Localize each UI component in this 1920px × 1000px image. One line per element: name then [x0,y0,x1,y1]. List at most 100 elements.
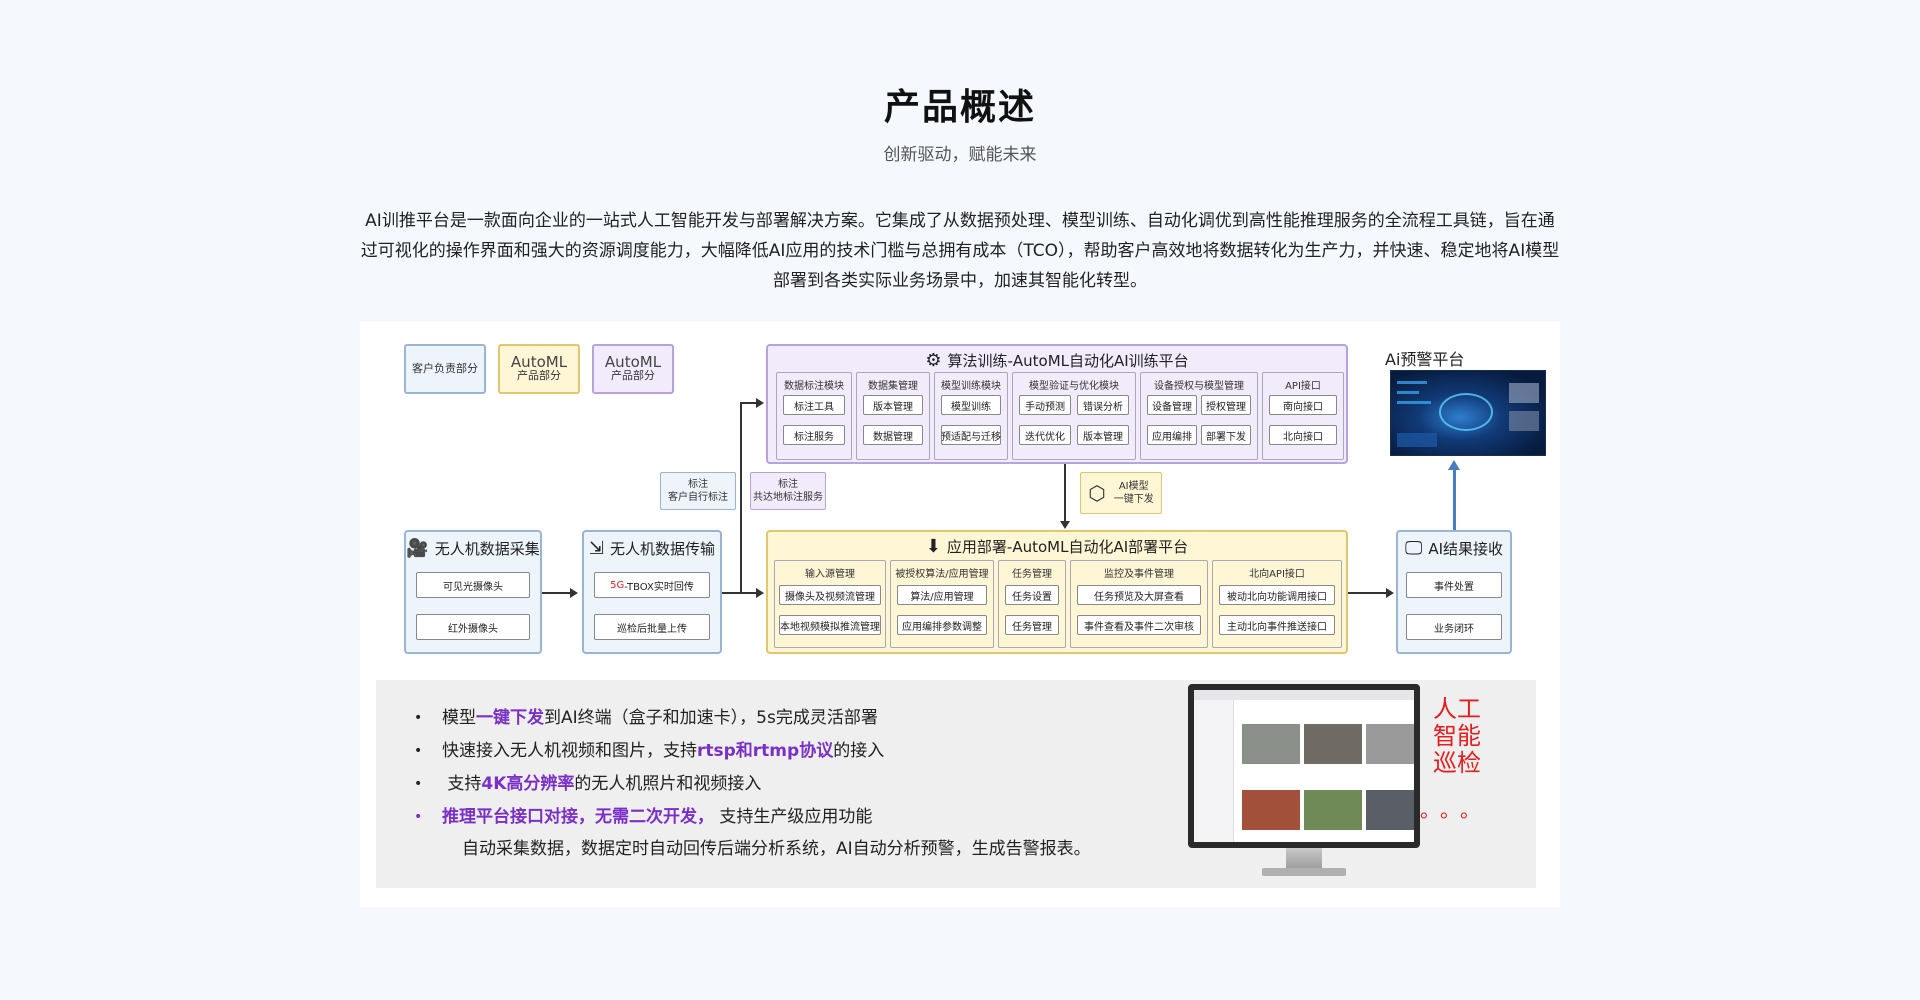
uav-collect-panel: 🎥 无人机数据采集 可见光摄像头 红外摄像头 [404,530,542,654]
arrow-right-icon [756,398,764,408]
train-module-training: 模型训练模块 模型训练 预适配与迁移 [934,372,1008,460]
video-thumbnail [1366,724,1414,764]
feature-text: 到AI终端（盒子和加速卡），5s完成灵活部署 [544,708,878,728]
warning-dashboard-image [1390,370,1546,456]
legend-automl-yellow-bottom: 产品部分 [517,369,561,382]
result-title: 🖵 AI结果接收 [1398,538,1510,559]
deploy-module-monitor: 监控及事件管理 任务预览及大屏查看 事件查看及事件二次审核 [1070,560,1208,648]
deploy-module-head: 任务管理 [1012,569,1052,580]
legend-automl-purple-top: AutoML [604,353,662,371]
deploy-module-input: 输入源管理 摄像头及视频流管理 本地视频模拟推流管理 [774,560,886,648]
deploy-cell: 应用编排参数调整 [897,615,987,635]
intro-paragraph: AI训推平台是一款面向企业的一站式人工智能开发与部署解决方案。它集成了从数据预处… [360,211,1560,291]
feature-text: 模型 [442,708,476,728]
deploy-module-head: 北向API接口 [1249,569,1305,580]
label-tag-bottom: 客户自行标注 [668,492,728,503]
deploy-cell: 任务设置 [1005,585,1059,605]
screen-sidebar [1194,700,1234,842]
architecture-figure: 客户负责部分 AutoML 产品部分 AutoML 产品部分 ⚙ 算法训练-Au… [360,322,1560,907]
uav-collect-cell: 可见光摄像头 [416,572,530,598]
video-thumbnail [1366,790,1414,830]
train-module-api: API接口 南向接口 北向接口 [1262,372,1344,460]
cube-icon: ⬡ [1088,480,1106,505]
warning-platform-title: Ai预警平台 [1385,350,1465,369]
deploy-cell: 本地视频模拟推流管理 [779,615,881,635]
connector-line [722,592,758,594]
label-tag-top: 标注 [778,479,798,490]
feature-text: 的接入 [833,741,885,761]
feature-highlight: 一键下发 [476,708,544,728]
camera-icon: 🎥 [406,538,429,559]
arrow-right-icon [570,588,578,598]
uav-collect-title-text: 无人机数据采集 [434,540,540,558]
feature-text: 的无人机照片和视频接入 [574,774,762,794]
train-cell: 版本管理 [1077,425,1129,445]
bullet-icon: • [414,809,423,825]
video-thumbnail [1242,790,1300,830]
train-cell: 标注服务 [783,425,845,445]
training-panel: ⚙ 算法训练-AutoML自动化AI训练平台 数据标注模块 标注工具 标注服务 … [766,344,1348,464]
train-cell: 南向接口 [1269,395,1337,415]
train-module-head: API接口 [1285,381,1321,392]
dashboard-bar [1509,383,1539,403]
deploy-module-northapi: 北向API接口 被动北向功能调用接口 主动北向事件推送接口 [1212,560,1342,648]
dashboard-bar [1397,391,1419,394]
legend-automl-purple: AutoML 产品部分 [592,344,674,394]
connector-line [740,402,758,404]
train-module-head: 数据标注模块 [784,381,844,392]
video-thumbnail [1242,724,1300,764]
export-icon: ⇲ [588,538,605,559]
uav-transfer-cell-realtime: 5G-TBOX实时回传 [594,572,710,598]
deploy-cell: 事件查看及事件二次审核 [1077,615,1201,635]
feature-highlight: rtsp和rtmp协议 [697,741,834,761]
train-cell: 版本管理 [863,395,923,415]
feature-item: • 快速接入无人机视频和图片，支持rtsp和rtmp协议的接入 [414,735,1174,768]
train-cell: 数据管理 [863,425,923,445]
legend-automl-yellow-top: AutoML [510,353,568,371]
train-cell: 部署下发 [1201,425,1251,445]
connector-line [1064,464,1066,522]
page-title: 产品概述 [883,87,1036,128]
uav-transfer-panel: ⇲ 无人机数据传输 5G-TBOX实时回传 巡检后批量上传 [582,530,722,654]
deploy-module-algo: 被授权算法/应用管理 算法/应用管理 应用编排参数调整 [890,560,994,648]
result-cell: 业务闭环 [1406,614,1502,640]
label-tag-bottom: 共达地标注服务 [753,492,823,503]
arrow-up-icon [1448,460,1460,470]
video-thumbnail [1304,724,1362,764]
ai-model-tag: ⬡ AI模型 一键下发 [1080,472,1162,514]
train-module-validation: 模型验证与优化模块 手动预测 错误分析 迭代优化 版本管理 [1012,372,1136,460]
dashboard-bar [1509,411,1539,431]
feature-text: 快速接入无人机视频和图片，支持 [442,741,697,761]
feature-highlight: 推理平台接口对接，无需二次开发， [442,807,714,827]
deploy-panel-title: ⬇ 应用部署-AutoML自动化AI部署平台 [768,536,1346,557]
deploy-module-head: 被授权算法/应用管理 [895,569,989,580]
train-module-annotation: 数据标注模块 标注工具 标注服务 [776,372,852,460]
uav-transfer-realtime: -TBOX实时回传 [624,581,694,593]
uav-collect-cell: 红外摄像头 [416,614,530,640]
uav-collect-title: 🎥 无人机数据采集 [406,538,540,559]
train-module-head: 模型验证与优化模块 [1029,381,1119,392]
deploy-module-head: 输入源管理 [805,569,855,580]
dashboard-bar [1397,381,1427,384]
ai-model-top: AI模型 [1118,481,1149,492]
feature-text: 支持生产级应用功能 [714,807,873,827]
uav-transfer-title: ⇲ 无人机数据传输 [584,538,720,559]
label-tag-customer: 标注 客户自行标注 [660,472,736,510]
dashboard-bar [1397,433,1437,447]
feature-area: • 模型一键下发到AI终端（盒子和加速卡），5s完成灵活部署 • 快速接入无人机… [376,680,1536,888]
feature-list: • 模型一键下发到AI终端（盒子和加速卡），5s完成灵活部署 • 快速接入无人机… [414,702,1174,864]
screen-toolbar [1194,690,1414,700]
uav-transfer-title-text: 无人机数据传输 [610,540,716,558]
train-cell: 设备管理 [1147,395,1197,415]
uav-transfer-5g: 5G [610,579,625,591]
ai-model-bottom: 一键下发 [1113,494,1154,505]
feature-item: • 模型一键下发到AI终端（盒子和加速卡），5s完成灵活部署 [414,702,1174,735]
page-subtitle: 创新驱动，赋能未来 [883,145,1037,165]
deploy-cell: 主动北向事件推送接口 [1219,615,1335,635]
monitor-neck [1286,848,1322,870]
deploy-cell: 任务预览及大屏查看 [1077,585,1201,605]
feature-subtext: 自动采集数据，数据定时自动回传后端分析系统，AI自动分析预警，生成告警报表。 [462,839,1091,859]
bullet-icon: • [414,743,423,759]
video-thumbnail [1304,790,1362,830]
deploy-panel: ⬇ 应用部署-AutoML自动化AI部署平台 输入源管理 摄像头及视频流管理 本… [766,530,1348,654]
